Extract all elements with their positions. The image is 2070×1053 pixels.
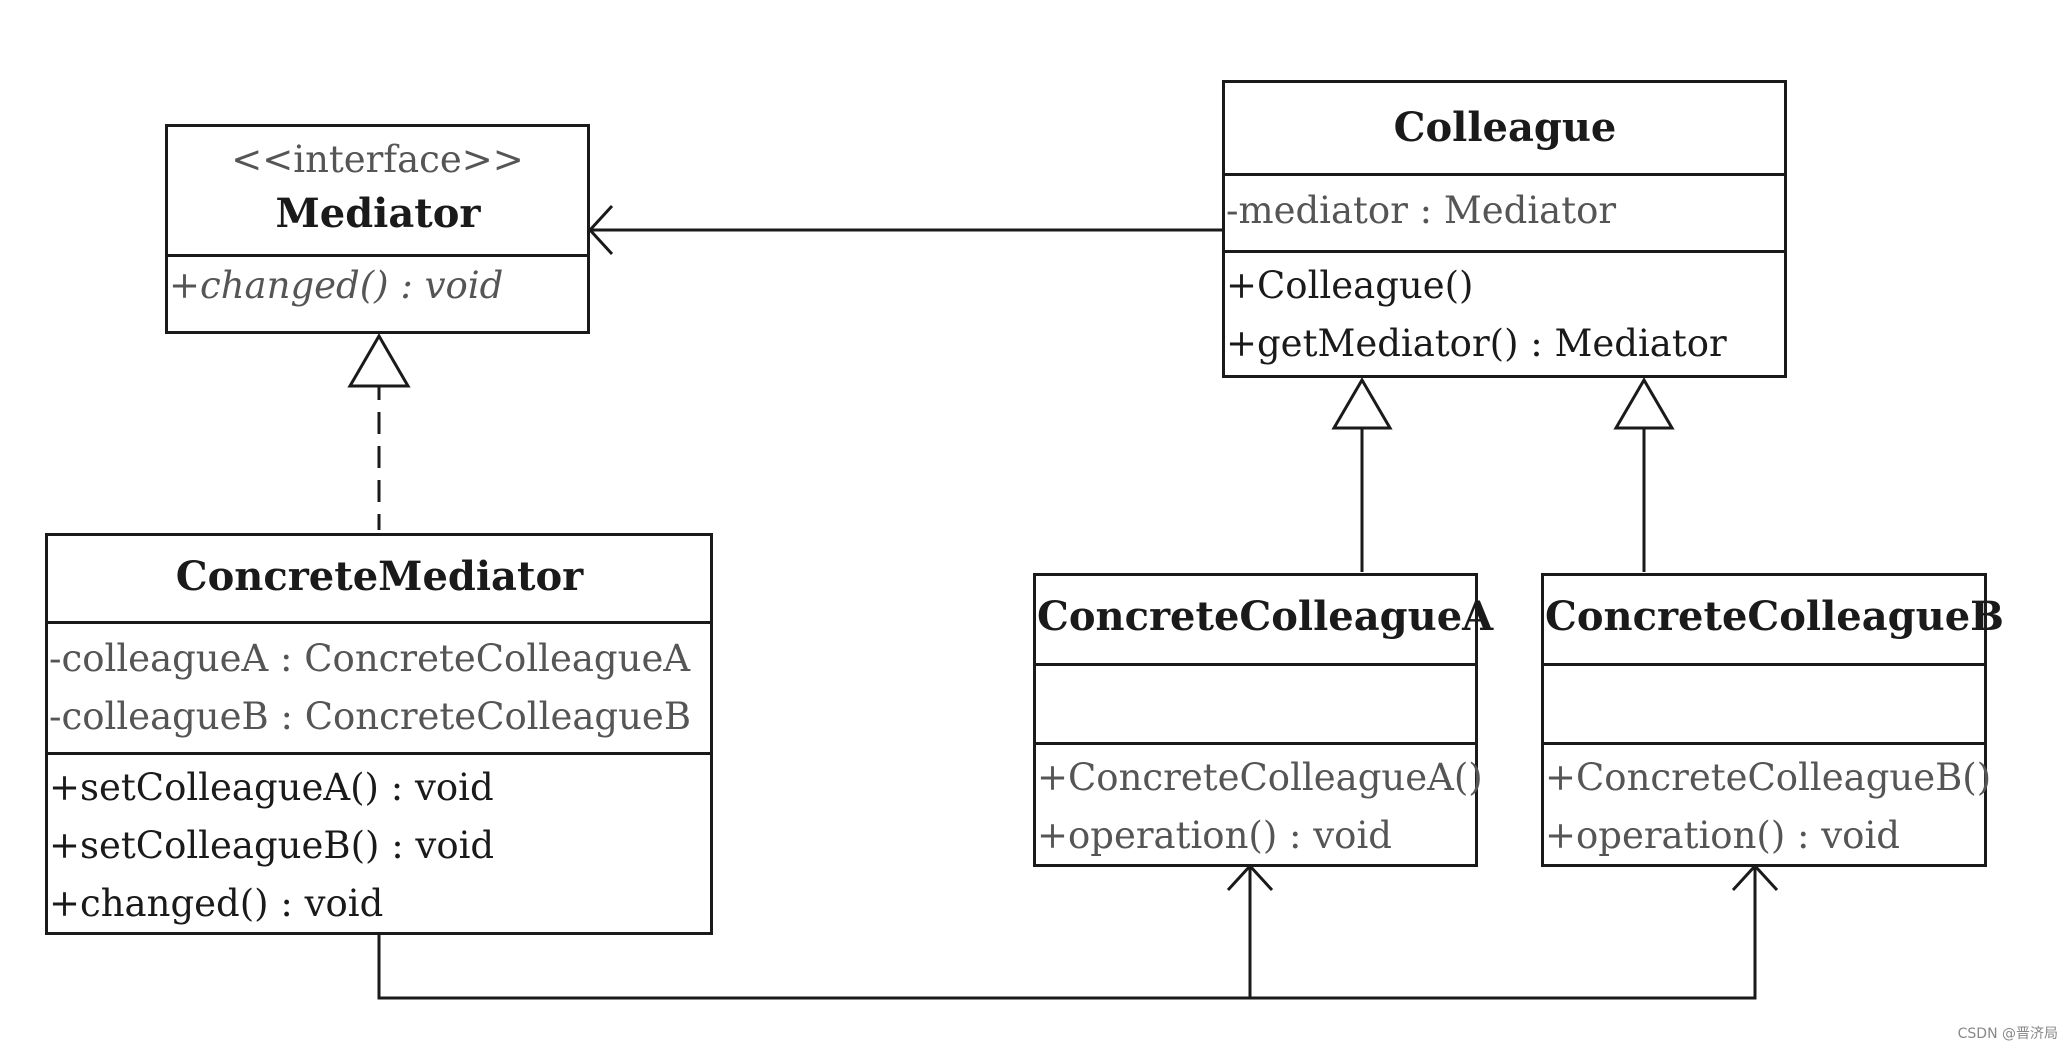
watermark: CSDN @晋济局 [1957, 1026, 2058, 1042]
colleague-class[interactable]: Colleague -mediator : Mediator +Colleagu… [1222, 80, 1787, 378]
class-header: ConcreteColleagueA [1036, 576, 1494, 663]
association-mediator-to-colleagues [377, 866, 1757, 1000]
attribute: -mediator : Mediator [1226, 189, 1617, 232]
generalization-triangle-b [1613, 377, 1675, 430]
class-name: ConcreteColleagueA [1037, 593, 1494, 640]
operations-section: +ConcreteColleagueA() +operation() : voi… [1036, 742, 1483, 865]
operation: +setColleagueA() : void [49, 766, 494, 809]
operation: +setColleagueB() : void [49, 824, 495, 867]
association-arrowhead [587, 204, 614, 256]
operation: +changed() : void [169, 264, 504, 307]
stereotype-label: <<interface>> [231, 138, 524, 181]
operation: +Colleague() [1226, 264, 1474, 307]
attributes-section [1544, 663, 1984, 742]
operation: +ConcreteColleagueB() [1545, 756, 1992, 799]
class-name: Colleague [1393, 104, 1617, 151]
operations-section: +setColleagueA() : void +setColleagueB()… [48, 752, 710, 933]
operation: +getMediator() : Mediator [1226, 322, 1727, 365]
concrete-mediator-class[interactable]: ConcreteMediator -colleagueA : ConcreteC… [45, 533, 713, 935]
attribute: -colleagueA : ConcreteColleagueA [49, 637, 691, 680]
class-name: Mediator [275, 190, 481, 237]
operation: +changed() : void [49, 882, 384, 925]
class-name: ConcreteMediator [175, 553, 584, 600]
operation: +operation() : void [1545, 814, 1900, 857]
operation: +ConcreteColleagueA() [1037, 756, 1483, 799]
class-header: Colleague [1225, 83, 1784, 173]
operations-section: +ConcreteColleagueB() +operation() : voi… [1544, 742, 1992, 865]
attributes-section [1036, 663, 1475, 742]
operations-section: +changed() : void [168, 254, 587, 315]
mediator-class[interactable]: <<interface>> Mediator +changed() : void [165, 124, 590, 334]
attributes-section: -mediator : Mediator [1225, 173, 1784, 250]
class-name: ConcreteColleagueB [1545, 593, 2004, 640]
realization-triangle [347, 333, 411, 388]
class-header: ConcreteMediator [48, 536, 710, 621]
operations-section: +Colleague() +getMediator() : Mediator [1225, 250, 1784, 373]
class-header: <<interface>> Mediator [168, 127, 587, 254]
class-header: ConcreteColleagueB [1544, 576, 2004, 663]
operation: +operation() : void [1037, 814, 1392, 857]
concrete-colleague-b-class[interactable]: ConcreteColleagueB +ConcreteColleagueB()… [1541, 573, 2004, 867]
concrete-colleague-a-class[interactable]: ConcreteColleagueA +ConcreteColleagueA()… [1033, 573, 1494, 867]
attribute: -colleagueB : ConcreteColleagueB [49, 695, 692, 738]
attributes-section: -colleagueA : ConcreteColleagueA -collea… [48, 621, 710, 752]
generalization-triangle-a [1331, 377, 1393, 430]
